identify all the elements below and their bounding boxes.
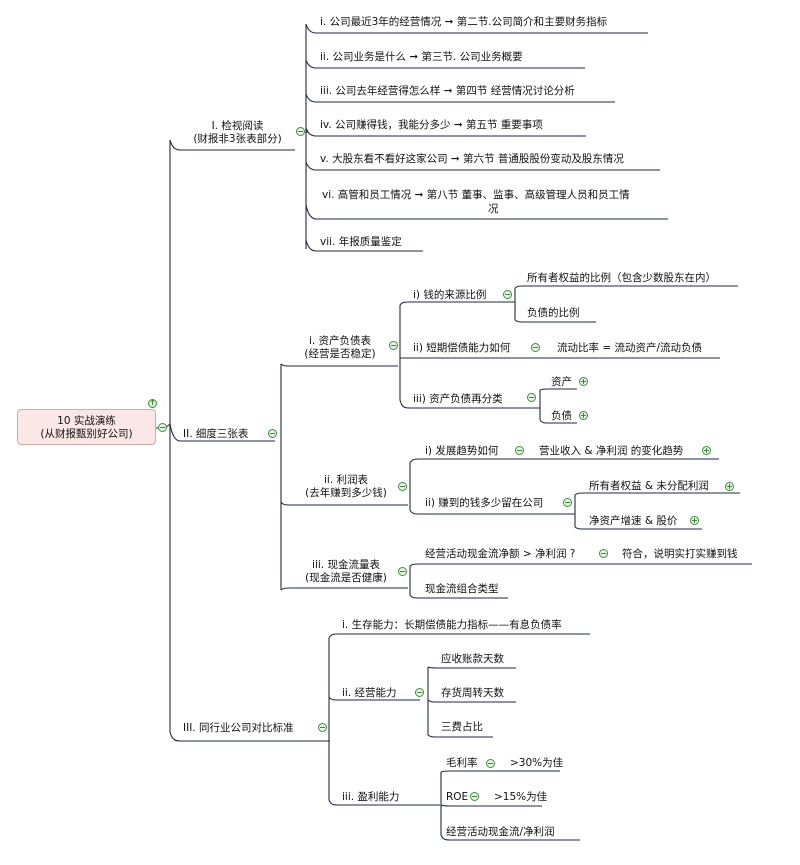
bs-label[interactable]: i. 资产负债表 [308,335,372,347]
bs-s1a[interactable]: 所有者权益的比例（包含少数股东在内） [527,272,716,284]
b1-label[interactable]: I. 检视阅读 [211,120,264,132]
cf-s2[interactable]: 现金流组合类型 [425,583,499,595]
collapse-bs-s2-icon[interactable]: − [531,343,540,352]
is-s2[interactable]: ii) 赚到的钱多少留在公司 [425,497,544,509]
bs-s2[interactable]: ii) 短期偿债能力如何 [413,342,511,354]
b1-item[interactable]: vi. 高管和员工情况 ➞ 第八节 董事、监事、高级管理人员和员工情 [322,189,630,201]
b3-s3b[interactable]: ROE [446,791,469,803]
collapse-b1-icon[interactable]: − [296,127,305,136]
cf-s1[interactable]: 经营活动现金流净额 > 净利润 ? [425,548,576,560]
collapse-is-icon[interactable]: − [398,482,407,491]
b3-s2[interactable]: ii. 经营能力 [342,687,397,699]
b1-sublabel: (财报非3张表部分) [193,133,282,145]
bs-s3[interactable]: iii) 资产负债再分类 [413,393,503,405]
b3-s3b1[interactable]: >15%为佳 [494,791,548,803]
expand-asset-icon[interactable]: + [579,377,588,386]
b3-s3c[interactable]: 经营活动现金流/净利润 [446,826,555,838]
expand-up-icon[interactable]: ↑ [148,399,157,408]
collapse-b3-icon[interactable]: − [318,723,327,732]
b3-s3[interactable]: iii. 盈利能力 [342,791,400,803]
collapse-bs-s1-icon[interactable]: − [503,290,512,299]
is-s1a[interactable]: 营业收入 & 净利润 的变化趋势 [539,445,684,457]
bs-s2a[interactable]: 流动比率 = 流动资产/流动负债 [557,342,703,354]
collapse-is-s2-icon[interactable]: − [563,498,572,507]
collapse-b2-icon[interactable]: − [268,429,277,438]
b3-s2a[interactable]: 应收账款天数 [441,653,504,665]
b1-item[interactable]: iv. 公司赚得钱，我能分多少 ➞ 第五节 重要事项 [320,119,543,131]
collapse-b3-s3a-icon[interactable]: − [486,759,495,768]
collapse-is-s1-icon[interactable]: − [515,446,524,455]
b3-s3a1[interactable]: >30%为佳 [510,757,564,769]
root-title: 10 实战演练 [57,415,116,427]
expand-is-s1a-icon[interactable]: + [702,446,711,455]
is-s2a[interactable]: 所有者权益 & 未分配利润 [589,480,709,492]
bs-s3a[interactable]: 资产 [551,376,572,388]
root-subtitle: (从财报甄别好公司) [40,428,133,440]
b3-s2c[interactable]: 三费占比 [441,721,483,733]
expand-is-s2b-icon[interactable]: + [690,516,699,525]
is-s1[interactable]: i) 发展趋势如何 [425,445,499,457]
b1-item[interactable]: iii. 公司去年经营得怎么样 ➞ 第四节 经营情况讨论分析 [320,85,575,97]
b3-s2b[interactable]: 存货周转天数 [441,687,504,699]
bs-s1[interactable]: i) 钱的来源比例 [413,289,487,301]
b1-item[interactable]: i. 公司最近3年的经营情况 ➞ 第二节.公司简介和主要财务指标 [320,16,608,28]
collapse-cf-icon[interactable]: − [398,567,407,576]
expand-is-s2a-icon[interactable]: + [725,482,734,491]
expand-liability-icon[interactable]: + [579,411,588,420]
collapse-bs-s3-icon[interactable]: − [527,393,536,402]
is-s2b[interactable]: 净资产增速 & 股价 [589,515,678,527]
collapse-cf-s1-icon[interactable]: − [599,549,608,558]
b3-label[interactable]: III. 同行业公司对比标准 [183,722,294,734]
bs-s3b[interactable]: 负债 [551,410,572,422]
root-node[interactable]: 10 实战演练 (从财报甄别好公司) [17,409,156,445]
b1-item[interactable]: v. 大股东看不看好这家公司 ➞ 第六节 普通股股份变动及股东情况 [320,153,624,165]
b1-item-wrap: 况 [488,203,499,215]
collapse-root-icon[interactable]: − [158,423,167,432]
b2-label[interactable]: II. 细度三张表 [183,428,249,440]
b1-item[interactable]: ii. 公司业务是什么 ➞ 第三节. 公司业务概要 [320,51,523,63]
cf-sublabel: (现金流是否健康) [305,572,387,584]
collapse-b3-s3b-icon[interactable]: − [470,792,479,801]
cf-label[interactable]: iii. 现金流量表 [312,559,380,571]
is-label[interactable]: ii. 利润表 [323,474,368,486]
collapse-bs-icon[interactable]: − [389,341,398,350]
b3-s1[interactable]: i. 生存能力：长期偿债能力指标——有息负债率 [342,619,562,631]
bs-sublabel: (经营是否稳定) [304,348,376,360]
is-sublabel: (去年赚到多少钱) [305,487,387,499]
collapse-b3-s2-icon[interactable]: − [415,688,424,697]
cf-s1a[interactable]: 符合，说明实打实赚到钱 [622,548,738,560]
b1-item[interactable]: vii. 年报质量鉴定 [320,236,402,248]
b3-s3a[interactable]: 毛利率 [446,757,478,769]
bs-s1b[interactable]: 负债的比例 [527,307,580,319]
